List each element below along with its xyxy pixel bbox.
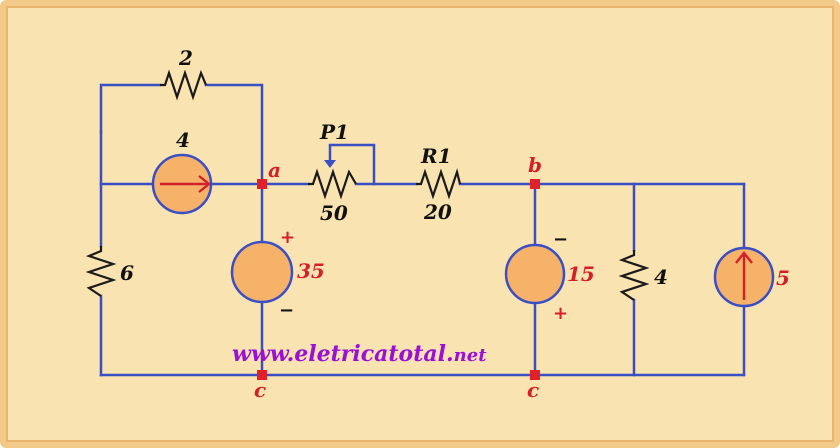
label-r1-value: 20	[423, 200, 452, 224]
label-pot-value: 50	[320, 201, 348, 225]
label-resistor-4: 4	[654, 265, 668, 289]
label-35-minus: −	[279, 300, 294, 321]
label-pot-name: P1	[319, 120, 349, 144]
pot-wiper-arrow-icon	[324, 160, 336, 168]
label-35-plus: +	[280, 227, 295, 248]
label-current-source-5: 5	[776, 266, 790, 290]
potentiometer-p1	[308, 168, 357, 200]
label-node-c-left: c	[254, 378, 266, 402]
resistor-r1	[416, 168, 462, 200]
resistor-4	[618, 250, 650, 301]
resistor-6	[85, 246, 117, 297]
resistor-2	[160, 69, 208, 101]
label-15-plus: +	[553, 303, 568, 324]
label-node-c-right: c	[527, 378, 539, 402]
watermark-main: www.eletricatotal.	[232, 341, 454, 367]
wires	[99, 83, 746, 377]
label-15-minus: −	[553, 229, 568, 250]
node-c-right	[530, 370, 540, 380]
label-node-a: a	[268, 158, 281, 182]
current-source-5	[713, 246, 775, 308]
voltage-source-15	[504, 243, 566, 305]
voltage-source-35	[230, 240, 294, 304]
node-c-left	[257, 370, 267, 380]
label-r1-name: R1	[420, 144, 452, 168]
node-b	[530, 179, 540, 189]
wire-top-left	[99, 83, 162, 134]
arrow-up-icon	[735, 251, 753, 264]
label-resistor-2: 2	[178, 46, 193, 70]
current-source-4	[151, 153, 213, 215]
arrow-right-icon	[198, 175, 211, 193]
label-voltage-35: 35	[297, 259, 325, 283]
wire-top-right	[204, 83, 264, 186]
label-resistor-6: 6	[120, 261, 134, 285]
label-node-b: b	[528, 153, 542, 177]
watermark-suffix: net	[454, 345, 488, 366]
watermark-text: www.eletricatotal.net	[232, 341, 487, 367]
label-current-source-4: 4	[176, 128, 190, 152]
node-a	[257, 179, 267, 189]
label-voltage-15: 15	[567, 262, 595, 286]
wire-pot-wiper	[328, 143, 376, 186]
